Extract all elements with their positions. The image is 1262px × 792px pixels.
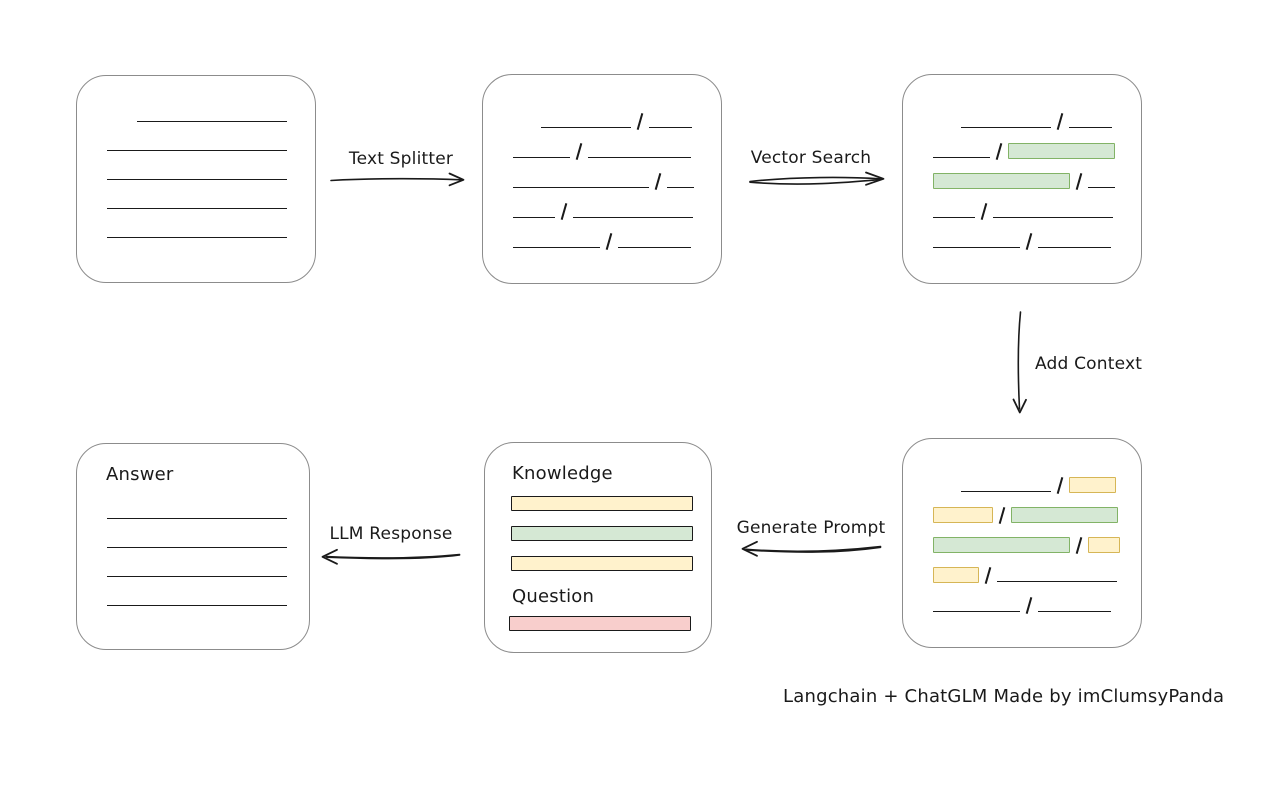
- vector-search-arrow: [749, 171, 885, 186]
- context-added-lines: [903, 439, 1141, 647]
- document-text-lines: [77, 76, 315, 282]
- text-line: [513, 245, 600, 248]
- text-line: [1038, 245, 1111, 248]
- yellow-highlight-chip: [933, 507, 993, 523]
- green-highlight-chip: [933, 173, 1070, 189]
- document-node: [76, 75, 316, 283]
- add-context-arrow: [1012, 311, 1027, 414]
- question-bars: [509, 616, 691, 646]
- text-line: [513, 155, 570, 158]
- knowledge-bars: [511, 496, 693, 586]
- text-line: [649, 125, 692, 128]
- vector-matched-lines: [903, 75, 1141, 283]
- yellow-bar: [511, 496, 693, 511]
- text-line: [933, 215, 975, 218]
- add-context-label: Add Context: [1035, 354, 1143, 374]
- split-text-lines: [483, 75, 721, 283]
- text-line: [961, 489, 1051, 492]
- yellow-highlight-chip: [1088, 537, 1120, 553]
- green-bar: [511, 526, 693, 541]
- split-slash: [605, 233, 613, 250]
- vector-matched-node: [902, 74, 1142, 284]
- generate-prompt-arrow: [741, 540, 882, 557]
- text-splitter-label: Text Splitter: [348, 149, 454, 169]
- caption-text: Langchain + ChatGLM Made by imClumsyPand…: [783, 686, 1225, 707]
- llm-response-arrow: [321, 548, 461, 565]
- text-line: [107, 516, 287, 519]
- question-label: Question: [512, 586, 595, 607]
- indent-gap: [933, 127, 961, 128]
- generate-prompt-label: Generate Prompt: [736, 518, 886, 538]
- green-highlight-chip: [1011, 507, 1118, 523]
- yellow-highlight-chip: [1069, 477, 1116, 493]
- text-line: [993, 215, 1113, 218]
- context-added-node: [902, 438, 1142, 648]
- answer-label: Answer: [106, 464, 174, 485]
- text-line: [107, 235, 287, 238]
- text-line: [1038, 609, 1111, 612]
- indent-gap: [107, 121, 137, 122]
- knowledge-label: Knowledge: [512, 463, 613, 484]
- text-line: [618, 245, 691, 248]
- split-slash: [1025, 597, 1033, 614]
- text-line: [1088, 185, 1115, 188]
- llm-response-label: LLM Response: [329, 524, 453, 544]
- yellow-bar: [511, 556, 693, 571]
- text-line: [513, 185, 649, 188]
- answer-text-lines: [107, 490, 309, 649]
- text-line: [513, 215, 555, 218]
- text-line: [137, 119, 287, 122]
- green-highlight-chip: [1008, 143, 1115, 159]
- text-line: [573, 215, 693, 218]
- text-line: [933, 245, 1020, 248]
- text-line: [107, 148, 287, 151]
- split-slash: [1025, 233, 1033, 250]
- indent-gap: [513, 127, 541, 128]
- green-highlight-chip: [933, 537, 1070, 553]
- text-line: [1069, 125, 1112, 128]
- text-line: [107, 177, 287, 180]
- text-line: [107, 603, 287, 606]
- text-line: [997, 579, 1117, 582]
- answer-node: Answer: [76, 443, 310, 650]
- text-line: [107, 574, 287, 577]
- text-splitter-arrow: [330, 172, 465, 187]
- text-line: [541, 125, 631, 128]
- text-line: [933, 155, 990, 158]
- prompt-node: Knowledge Question: [484, 442, 712, 653]
- vector-search-label: Vector Search: [750, 148, 872, 168]
- text-line: [667, 185, 694, 188]
- indent-gap: [933, 491, 961, 492]
- text-line: [961, 125, 1051, 128]
- text-line: [107, 545, 287, 548]
- text-line: [588, 155, 691, 158]
- yellow-highlight-chip: [933, 567, 979, 583]
- text-line: [933, 609, 1020, 612]
- split-text-node: [482, 74, 722, 284]
- red-bar: [509, 616, 691, 631]
- text-line: [107, 206, 287, 209]
